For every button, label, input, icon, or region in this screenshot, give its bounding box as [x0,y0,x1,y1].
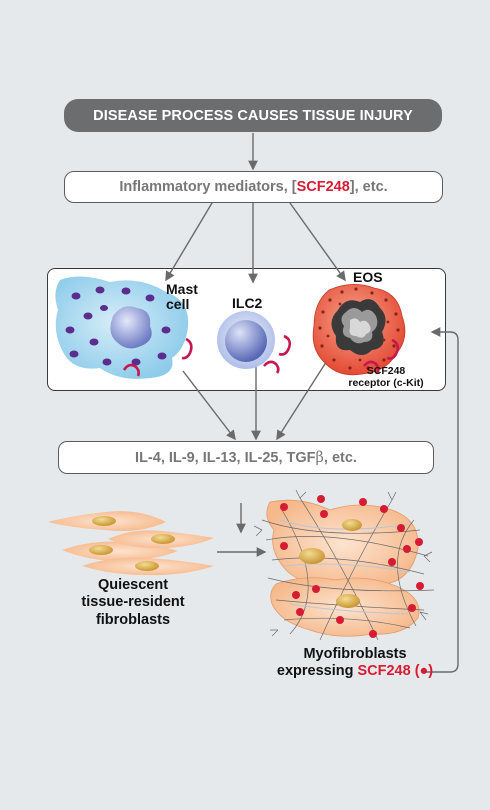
fibroblasts-label-line1: Quiescent [97,577,169,593]
fibroblast [82,557,214,576]
myofibroblasts-label-line1: Myofibroblasts [303,646,407,662]
fibroblast [48,511,166,531]
mast-cell-label: Mast cell [166,282,198,311]
banner-text: DISEASE PROCESS CAUSES TISSUE INJURY [93,107,413,124]
feedback-loop-arrow [426,327,459,673]
eos-cell [312,284,406,376]
mediators-scf248: SCF248 [296,179,350,195]
receptor-label-line1: SCF248 [366,365,406,377]
cytokines-prefix: IL-4, IL-9, IL-13, IL-25, TGF [135,449,316,466]
mast-cell [55,276,193,379]
mast-label-line1: Mast [166,281,198,297]
eos-granules [318,287,400,370]
fibroblasts-label-line2: tissue-resident [81,594,185,611]
mediators-suffix: ], etc. [349,179,388,195]
myofibroblasts-label: Myofibroblasts expressing SCF248 (●) [270,646,440,681]
eos-label: EOS [353,269,383,285]
myofibroblasts-scf248: SCF248 (●) [357,663,434,680]
quiescent-fibroblasts-label: Quiescent tissue-resident fibroblasts [58,577,208,629]
fibroblasts-label-line3: fibroblasts [95,611,171,628]
cytokines-beta: β [315,449,324,466]
disease-process-banner: DISEASE PROCESS CAUSES TISSUE INJURY [64,99,442,132]
fibroblast [108,530,214,549]
receptor-label: SCF248 receptor (c-Kit) [336,365,436,389]
inflammatory-mediators-box: Inflammatory mediators, [SCF248], etc. [64,171,443,203]
mast-granules [65,286,171,366]
cytokines-suffix: , etc. [323,449,357,466]
myofibroblasts [253,489,435,641]
mediators-prefix: Inflammatory mediators, [ [119,179,297,195]
quiescent-fibroblasts [48,511,214,576]
flow-arrows [165,133,346,557]
myofibroblasts-label-prefix: expressing [276,663,358,680]
myofibroblasts-label-line2: expressing SCF248 (●) [270,663,440,680]
scf248-dots [280,495,424,638]
mast-label-line2: cell [166,295,190,312]
receptor-label-line2: receptor (c-Kit) [348,376,424,389]
ilc2-label: ILC2 [232,295,263,311]
ilc2-cell [217,311,292,374]
